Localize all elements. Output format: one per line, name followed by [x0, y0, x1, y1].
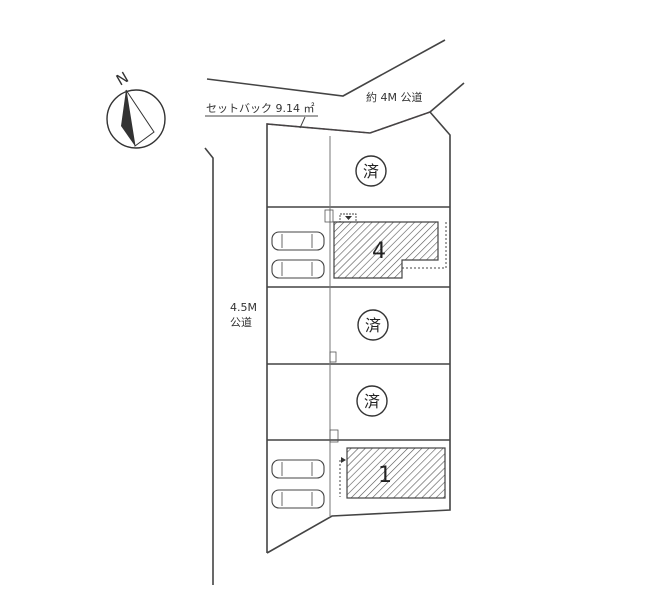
svg-text:済: 済 [364, 392, 380, 411]
lot-4-number: 4 [372, 239, 386, 264]
car [271, 489, 325, 509]
setback-label: セットバック 9.14 ㎡ [206, 102, 315, 115]
car [271, 231, 325, 251]
svg-text:済: 済 [363, 162, 379, 181]
lot-1-number: 1 [378, 463, 392, 488]
lot-dividers [267, 136, 450, 516]
site-boundary [266, 111, 451, 554]
entry-markers [324, 209, 357, 497]
parking-cars-lot-4 [271, 231, 325, 279]
car [271, 259, 325, 279]
north-road-edge-upper [206, 39, 446, 97]
parking-cars-lot-1 [271, 459, 325, 509]
north-road-edge-lower [429, 82, 465, 113]
north-road [206, 39, 465, 113]
sold-badge-lot-lower: 済 [356, 385, 388, 417]
west-road-label-width: 4.5M [230, 301, 257, 314]
car [271, 459, 325, 479]
setback-line [266, 111, 431, 134]
lot-1-building [346, 447, 446, 499]
west-road-edge [204, 147, 214, 585]
compass-north-label: N [113, 68, 132, 89]
west-road-label-type: 公道 [230, 315, 252, 329]
north-road-label: 約 4M 公道 [366, 90, 422, 104]
lot-4-building [333, 221, 439, 279]
lot-4-footprint-dotted [401, 222, 447, 269]
sold-badge-lot-top: 済 [355, 155, 387, 187]
svg-text:済: 済 [365, 316, 381, 335]
north-arrow-compass: N [106, 68, 166, 149]
sold-badge-lot-mid: 済 [357, 309, 389, 341]
